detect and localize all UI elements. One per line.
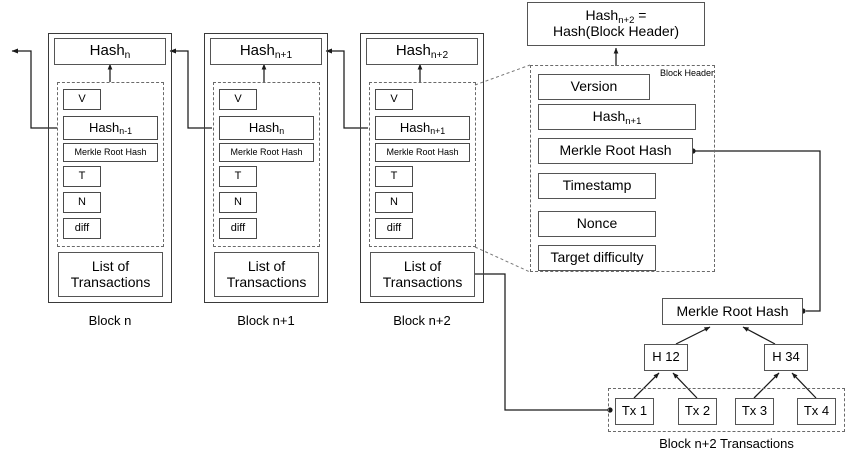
hash-result-box[interactable]: Hashn+2 = Hash(Block Header) — [527, 2, 705, 46]
block-n2-field-timestamp[interactable]: T — [375, 166, 413, 187]
detail-field-merkle-root[interactable]: Merkle Root Hash — [538, 138, 693, 164]
block-n2-field-nonce[interactable]: N — [375, 192, 413, 213]
block-n1-header-dashed — [213, 82, 320, 247]
block-header-detail-panel — [530, 65, 715, 272]
block-n-field-timestamp[interactable]: T — [63, 166, 101, 187]
block-n1-field-merkle-root[interactable]: Merkle Root Hash — [219, 143, 314, 162]
detail-field-prev-hash[interactable]: Hashn+1 — [538, 104, 696, 130]
block-n2-field-prev-hash[interactable]: Hashn+1 — [375, 116, 470, 140]
transactions-caption: Block n+2 Transactions — [659, 436, 794, 451]
block-n-field-nonce[interactable]: N — [63, 192, 101, 213]
block-n2-field-version[interactable]: V — [375, 89, 413, 110]
block-n2-caption: Block n+2 — [393, 313, 451, 328]
merkle-root-hash-box[interactable]: Merkle Root Hash — [662, 298, 803, 325]
block-n-hash-label: Hashn — [89, 42, 131, 62]
detail-field-version[interactable]: Version — [538, 74, 650, 100]
block-n-field-prev-hash[interactable]: Hashn-1 — [63, 116, 158, 140]
transaction-tx-2[interactable]: Tx 2 — [678, 398, 717, 425]
block-header-panel-label: Block Header — [659, 68, 714, 78]
arrow-h12-to-root — [675, 326, 711, 345]
block-n2-hash-box[interactable]: Hashn+2 — [366, 38, 478, 65]
transaction-tx-3[interactable]: Tx 3 — [735, 398, 774, 425]
block-n1-caption: Block n+1 — [237, 313, 295, 328]
block-n1-transactions-box[interactable]: List of Transactions — [214, 252, 319, 297]
block-n1-field-timestamp[interactable]: T — [219, 166, 257, 187]
merkle-node-h12[interactable]: H 12 — [644, 344, 688, 371]
transactions-group-frame — [608, 388, 845, 432]
block-n1-field-version[interactable]: V — [219, 89, 257, 110]
block-n-hash-box[interactable]: Hashn — [54, 38, 166, 65]
detail-field-nonce[interactable]: Nonce — [538, 211, 656, 237]
block-n2-header-dashed — [369, 82, 476, 247]
detail-field-timestamp[interactable]: Timestamp — [538, 173, 656, 199]
block-n2-frame — [360, 33, 484, 303]
block-n1-hash-box[interactable]: Hashn+1 — [210, 38, 322, 65]
detail-field-difficulty[interactable]: Target difficulty — [538, 245, 656, 271]
merkle-node-h34[interactable]: H 34 — [764, 344, 808, 371]
block-n2-field-merkle-root[interactable]: Merkle Root Hash — [375, 143, 470, 162]
block-n1-field-difficulty[interactable]: diff — [219, 218, 257, 239]
block-n-frame — [48, 33, 172, 303]
block-n-field-version[interactable]: V — [63, 89, 101, 110]
transaction-tx-4[interactable]: Tx 4 — [797, 398, 836, 425]
block-n1-field-prev-hash[interactable]: Hashn — [219, 116, 314, 140]
block-n1-frame — [204, 33, 328, 303]
block-n-caption: Block n — [88, 313, 132, 328]
block-n-transactions-box[interactable]: List of Transactions — [58, 252, 163, 297]
block-n-field-merkle-root[interactable]: Merkle Root Hash — [63, 143, 158, 162]
block-n2-field-difficulty[interactable]: diff — [375, 218, 413, 239]
block-n-field-difficulty[interactable]: diff — [63, 218, 101, 239]
arrow-h34-to-root — [742, 326, 776, 345]
block-n2-transactions-box[interactable]: List of Transactions — [370, 252, 475, 297]
block-n1-hash-label: Hashn+1 — [239, 42, 293, 62]
block-n1-field-nonce[interactable]: N — [219, 192, 257, 213]
line-txlist-to-transactions — [468, 273, 610, 411]
block-n2-hash-label: Hashn+2 — [395, 42, 449, 62]
transaction-tx-1[interactable]: Tx 1 — [615, 398, 654, 425]
block-n-header-dashed — [57, 82, 164, 247]
